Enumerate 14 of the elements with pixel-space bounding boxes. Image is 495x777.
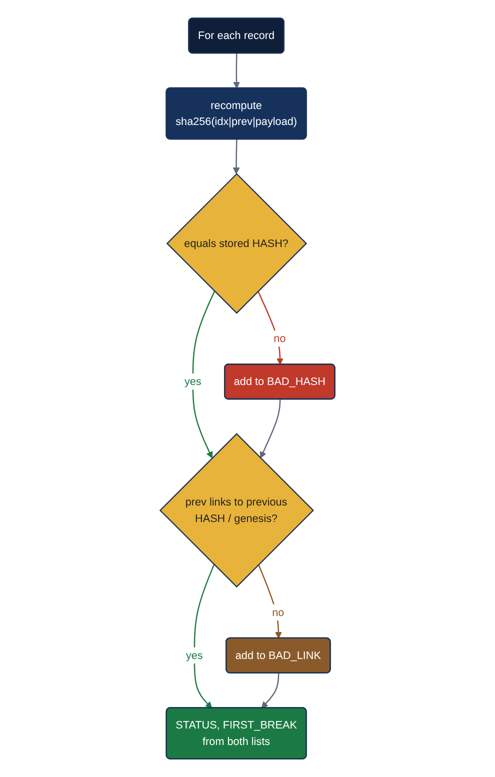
- arrow: [258, 564, 282, 639]
- arrow: [258, 290, 284, 365]
- edge-label: yes: [186, 648, 203, 662]
- arrow: [232, 139, 240, 174]
- edge-label: no: [272, 606, 284, 618]
- arrow: [233, 53, 240, 89]
- node-diamond: equals stored HASH?: [166, 173, 308, 314]
- edge-label: no: [274, 332, 286, 344]
- arrow: [194, 564, 215, 708]
- arrow: [260, 399, 281, 458]
- arrow: [261, 673, 280, 708]
- node-diamond: prev links to previous HASH / genesis?: [159, 433, 314, 588]
- edge-label: yes: [184, 374, 202, 388]
- arrow: [192, 290, 216, 458]
